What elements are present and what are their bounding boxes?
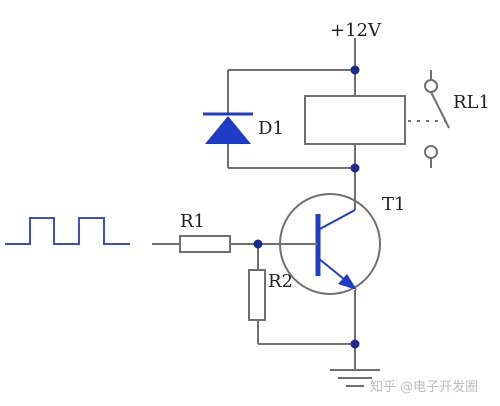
transistor-label: T1 [382, 194, 406, 215]
diode-d1 [205, 116, 251, 144]
junction-node-supply [350, 65, 360, 75]
resistor-r1 [179, 235, 231, 253]
relay-label: RL1 [453, 92, 490, 113]
watermark-text: 知乎 @电子开发圈 [370, 380, 479, 395]
transistor-collector [317, 209, 356, 231]
resistor-r2 [248, 269, 266, 321]
relay-coil [304, 95, 406, 145]
junction-node-ground [350, 339, 360, 349]
resistor-r1-label: R1 [180, 211, 206, 232]
transistor-emitter-arrow [338, 274, 357, 290]
junction-node-base [253, 239, 263, 249]
diode-label: D1 [258, 118, 284, 139]
resistor-r2-label: R2 [268, 271, 294, 292]
relay-switch-blade [430, 91, 450, 129]
relay-contact-bottom [424, 145, 438, 159]
junction-node-relay-bottom [350, 163, 360, 173]
square-wave-signal [5, 217, 130, 245]
supply-label: +12V [330, 20, 381, 41]
relay-contact-top [424, 79, 438, 93]
